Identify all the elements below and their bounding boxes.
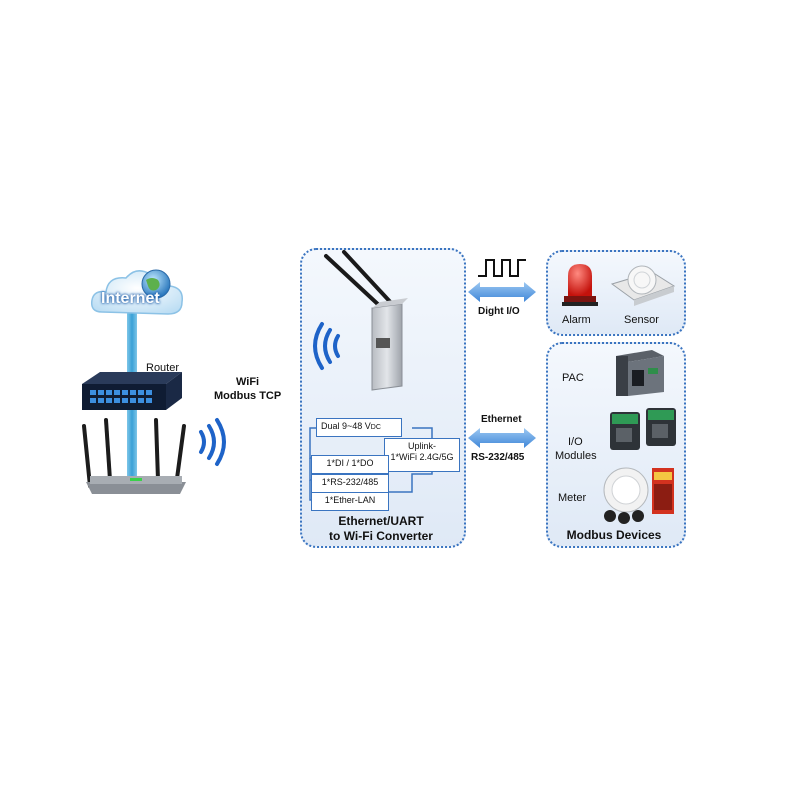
converter-title-line1: Ethernet/UART <box>338 514 424 528</box>
internet-cloud-icon <box>90 269 183 315</box>
router-label: Router <box>146 362 180 374</box>
io-modules-label-line1: I/O <box>568 436 583 448</box>
spec-di-do-box: 1*DI / 1*DO <box>311 455 389 474</box>
pac-label: PAC <box>562 372 584 384</box>
spec-uplink-line1: Uplink- <box>407 441 436 451</box>
converter-title-line2: to Wi-Fi Converter <box>329 529 433 543</box>
modbus-devices-title: Modbus Devices <box>566 528 662 542</box>
alarm-label: Alarm <box>562 314 591 326</box>
spec-power-text: Dual 9~48 V <box>321 421 371 431</box>
digital-io-waveform-icon <box>478 259 526 277</box>
meter-icon <box>603 467 674 524</box>
internet-label: Internet <box>101 290 160 307</box>
digital-io-arrow <box>468 282 536 302</box>
spec-lan-box: 1*Ether-LAN <box>311 492 389 511</box>
spec-power-sub: DC <box>370 424 381 431</box>
converter-device-icon <box>324 250 408 391</box>
io-modules-label-line2: Modules <box>555 450 597 462</box>
alarm-light-icon <box>562 264 598 306</box>
sensor-icon <box>610 265 676 306</box>
spec-serial-box: 1*RS-232/485 <box>311 474 389 493</box>
access-point-icon <box>82 418 186 494</box>
spec-power-box: Dual 9~48 VDC <box>316 418 402 437</box>
converter-wifi-icon <box>313 322 340 370</box>
digital-io-label: Dight I/O <box>478 306 520 317</box>
spec-uplink-box: Uplink- 1*WiFi 2.4G/5G <box>384 438 460 472</box>
wifi-signal-icon <box>199 418 226 466</box>
ethernet-arrow <box>468 428 536 448</box>
sensor-label: Sensor <box>624 314 659 326</box>
pac-icon <box>616 350 664 396</box>
ethernet-label: Ethernet <box>481 414 522 425</box>
wifi-label: WiFi <box>236 376 260 388</box>
io-modules-icon <box>610 408 676 450</box>
spec-uplink-line2: 1*WiFi 2.4G/5G <box>390 452 454 462</box>
router-icon <box>82 372 182 410</box>
meter-label: Meter <box>558 492 587 504</box>
modbus-tcp-label: Modbus TCP <box>214 390 282 402</box>
rs-label: RS-232/485 <box>471 452 525 463</box>
